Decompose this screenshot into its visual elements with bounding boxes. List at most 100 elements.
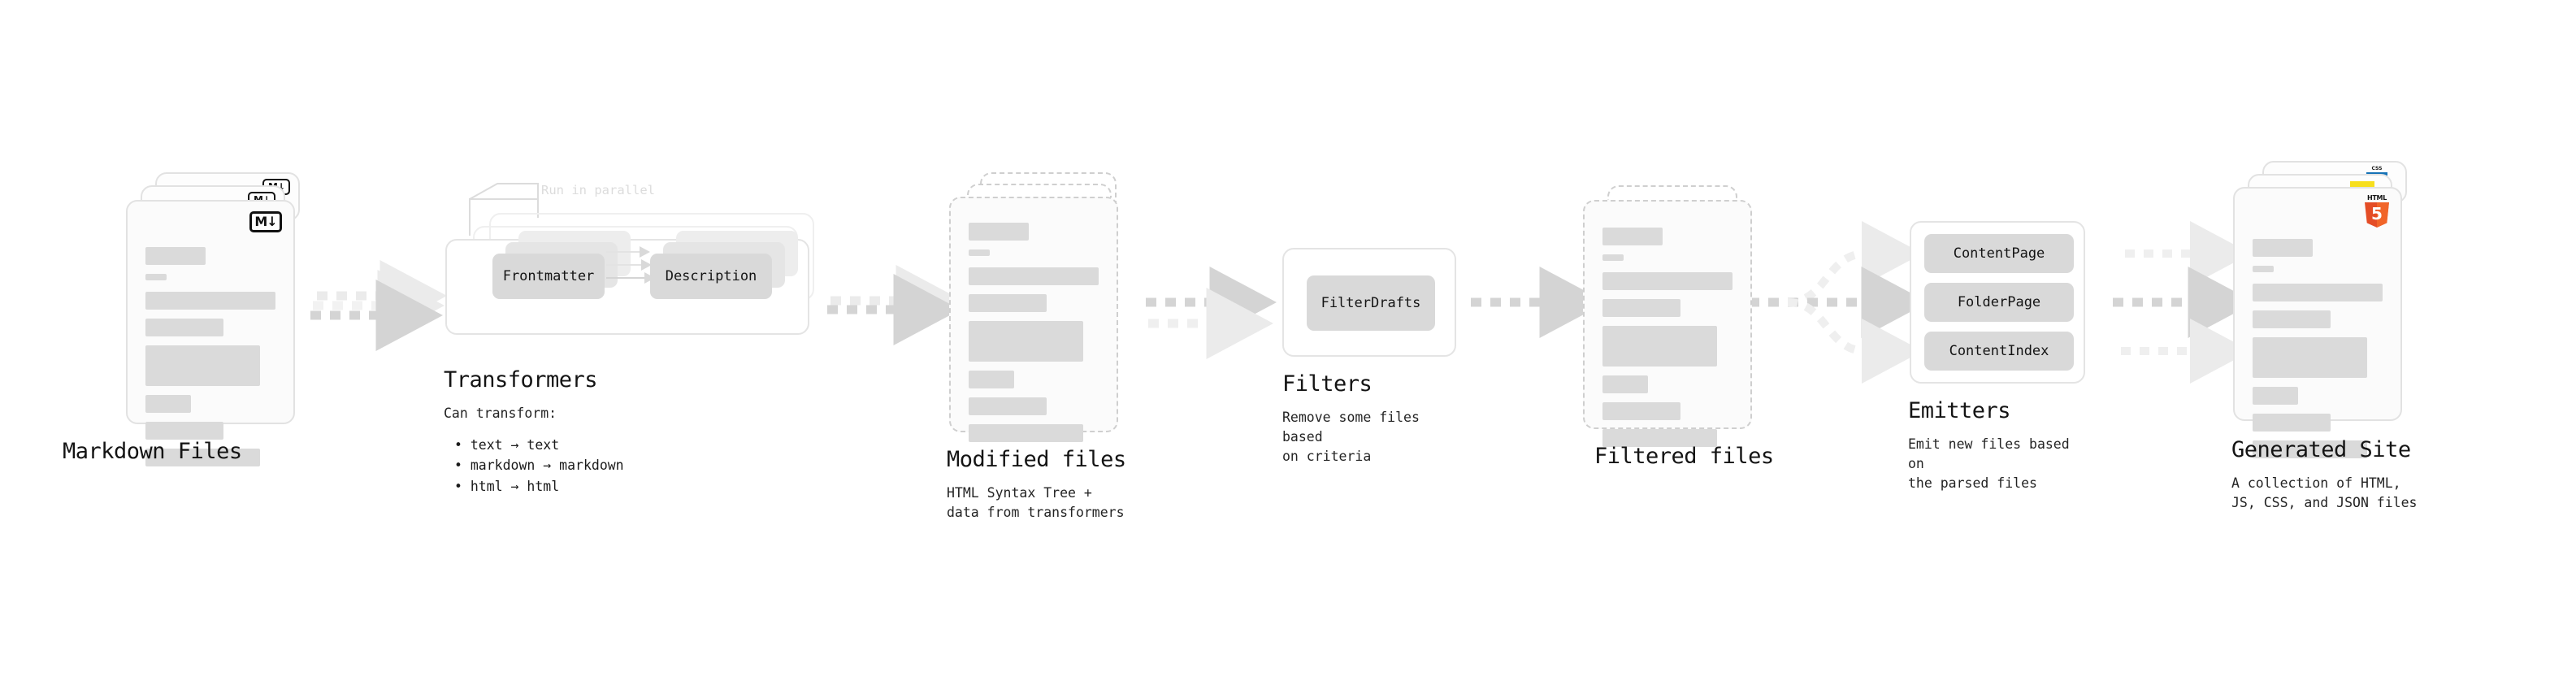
site-card-stack: CSS HTML 5 [2233, 161, 2428, 458]
transformers-caption: Transformers Can transform: text → text … [444, 367, 624, 497]
modified-card-content [969, 223, 1099, 451]
filter-chip-filterdrafts[interactable]: FilterDrafts [1307, 275, 1435, 331]
filters-frame: FilterDrafts [1282, 248, 1456, 357]
content-bar [2253, 266, 2274, 272]
filters-caption: Filters Remove some files based on crite… [1282, 371, 1456, 466]
filtered-card-content [1602, 228, 1733, 456]
connector-transformers-to-modified [827, 265, 963, 345]
modified-card-front [949, 197, 1118, 442]
content-bar [145, 274, 167, 280]
content-bar [969, 223, 1029, 241]
content-bar [1602, 402, 1680, 420]
content-bar [145, 422, 223, 440]
content-bar [2253, 337, 2367, 378]
transformers-frame-stack: Frontmatter Description [445, 213, 827, 335]
content-bar [1602, 429, 1717, 447]
transformer-chip-description[interactable]: Description [650, 254, 772, 299]
stage-filtered-files: Filtered files [1583, 185, 1774, 469]
stage-subtitle: Remove some files based on criteria [1282, 410, 1420, 464]
stage-title: Modified files [947, 447, 1126, 472]
site-card-front: HTML 5 [2233, 187, 2402, 458]
filtered-card-stack [1583, 185, 1770, 447]
list-item: html → html [444, 476, 624, 497]
transform-list: text → text markdown → markdown html → h… [444, 435, 624, 497]
content-bar [969, 294, 1047, 312]
content-bar [145, 449, 260, 466]
stage-title: Generated Site [2231, 437, 2411, 462]
content-bar [1602, 272, 1733, 290]
emitters-caption: Emitters Emit new files based on the par… [1908, 398, 2085, 493]
modified-card-stack [949, 172, 1136, 442]
transformer-inner-arrows [606, 246, 653, 284]
site-caption: Generated Site A collection of HTML, JS,… [2231, 437, 2417, 513]
content-bar [969, 321, 1083, 362]
content-bar [2253, 239, 2313, 257]
chip-label: FilterDrafts [1321, 295, 1421, 311]
markdown-card-content [145, 247, 275, 475]
stage-transformers: Frontmatter Description Run in parallel … [444, 183, 827, 494]
list-item: text → text [444, 435, 624, 456]
stage-subtitle: Emit new files based on the parsed files [1908, 436, 2070, 491]
chip-label: Description [665, 268, 757, 284]
markdown-badge: M↓ [249, 211, 282, 232]
markdown-card-stack: M↓ M↓ M↓ [126, 172, 301, 466]
stage-title: Filtered files [1594, 444, 1774, 469]
modified-caption: Modified files HTML Syntax Tree + data f… [947, 447, 1126, 523]
stage-subtitle: HTML Syntax Tree + data from transformer… [947, 485, 1125, 520]
content-bar [1602, 326, 1717, 367]
content-bar [2253, 387, 2298, 405]
chip-label: ContentPage [1953, 245, 2045, 262]
emitter-chip-contentindex[interactable]: ContentIndex [1924, 332, 2074, 371]
content-bar [145, 395, 191, 413]
connector-emitters-to-site [2113, 221, 2255, 384]
stage-title: Emitters [1908, 398, 2011, 423]
content-bar [2253, 310, 2331, 328]
html5-badge-label: HTML [2366, 194, 2387, 202]
stage-title: Markdown Files [63, 439, 242, 464]
content-bar [1602, 299, 1680, 317]
chip-label: ContentIndex [1949, 343, 2049, 359]
chip-label: Frontmatter [502, 268, 595, 284]
stage-subtitle: A collection of HTML, JS, CSS, and JSON … [2231, 475, 2418, 510]
stage-modified-files: Modified files HTML Syntax Tree + data f… [947, 172, 1136, 520]
emitter-chip-folderpage[interactable]: FolderPage [1924, 283, 2074, 322]
content-bar [969, 249, 990, 256]
content-bar [145, 292, 275, 310]
chip-label: FolderPage [1957, 294, 2041, 310]
connector-markdown-to-transformers [310, 260, 447, 351]
emitters-frame: ContentPage FolderPage ContentIndex [1910, 221, 2085, 384]
markdown-caption: Markdown Files [63, 439, 242, 464]
stage-emitters: ContentPage FolderPage ContentIndex Emit… [1908, 221, 2085, 491]
content-bar [969, 424, 1083, 442]
site-card-content [2253, 239, 2383, 467]
emitter-chip-contentpage[interactable]: ContentPage [1924, 234, 2074, 273]
content-bar [969, 267, 1099, 285]
stage-title: Transformers [444, 367, 598, 393]
content-bar [2253, 284, 2383, 301]
content-bar [2253, 414, 2331, 432]
content-bar [1602, 254, 1624, 261]
stage-filters: FilterDrafts Filters Remove some files b… [1282, 248, 1456, 464]
html5-badge: HTML 5 [2363, 195, 2391, 228]
filtered-card-front [1583, 200, 1752, 447]
stage-title: Filters [1282, 371, 1373, 397]
content-bar [969, 371, 1014, 388]
content-bar [1602, 375, 1648, 393]
markdown-card-front: M↓ [126, 200, 295, 466]
stage-subtitle: Can transform: [444, 406, 557, 421]
content-bar [2253, 440, 2367, 458]
content-bar [145, 247, 206, 265]
connector-modified-to-filters [1146, 267, 1277, 359]
css-badge-label: CSS [2371, 166, 2383, 171]
html5-shield: 5 [2365, 202, 2389, 228]
content-bar [145, 345, 260, 386]
run-in-parallel-label: Run in parallel [541, 183, 655, 197]
filtered-caption: Filtered files [1594, 444, 1774, 469]
transformer-chip-frontmatter[interactable]: Frontmatter [492, 254, 605, 299]
content-bar [1602, 228, 1663, 245]
stage-markdown-files: M↓ M↓ M↓ Markdown Files [63, 172, 301, 466]
html5-badge-number: 5 [2371, 203, 2383, 223]
stage-generated-site: CSS HTML 5 [2231, 161, 2428, 510]
content-bar [969, 397, 1047, 415]
